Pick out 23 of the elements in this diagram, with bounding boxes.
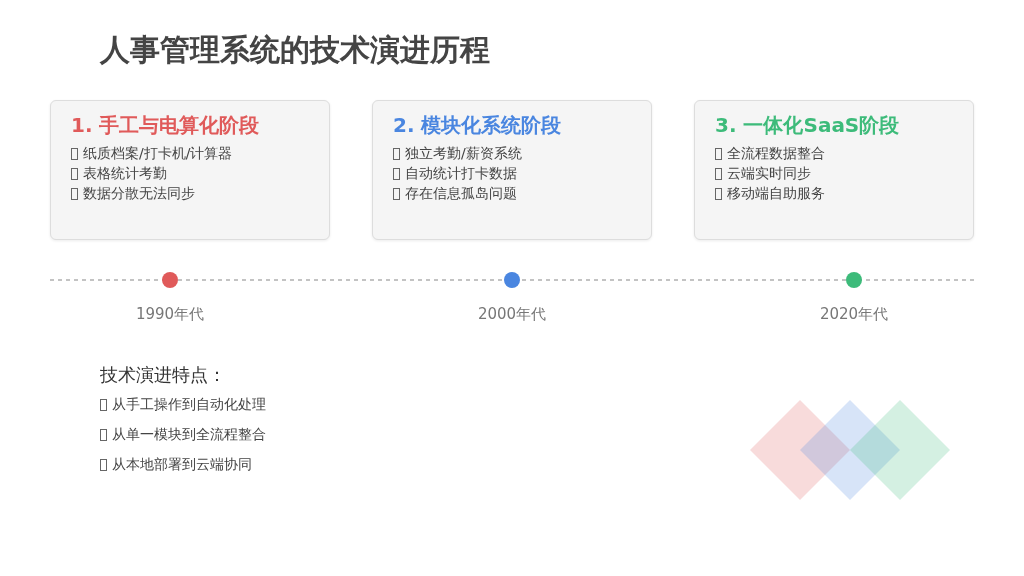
stage-card [372,100,652,240]
list-item: 存在信息孤岛问题 [405,185,517,203]
list-item: 表格统计考勤 [83,165,167,183]
list-item: 纸质档案/打卡机/计算器 [83,145,233,163]
list-item: 数据分散无法同步 [83,185,195,203]
list-item: 全流程数据整合 [727,145,825,163]
stage-card [694,100,974,240]
list-item: 移动端自助服务 [727,185,825,203]
list-item: 云端实时同步 [727,165,811,183]
list-item: 独立考勤/薪资系统 [405,145,522,163]
slide-title: 人事管理系统的技术演进历程 [100,31,490,69]
stage-heading: 2. 模块化系统阶段 [393,112,562,139]
year-label: 1990年代 [134,305,206,324]
list-item: 从单一模块到全流程整合 [112,426,266,444]
section-heading: 技术演进特点： [100,363,226,387]
stage-heading: 3. 一体化SaaS阶段 [715,112,900,139]
stage-heading: 1. 手工与电算化阶段 [71,112,260,139]
year-label: 2020年代 [818,305,890,324]
year-label: 2000年代 [476,305,548,324]
list-item: 自动统计打卡数据 [405,165,517,183]
list-item: 从本地部署到云端协同 [112,456,252,474]
list-item: 从手工操作到自动化处理 [112,396,266,414]
stage-card [50,100,330,240]
